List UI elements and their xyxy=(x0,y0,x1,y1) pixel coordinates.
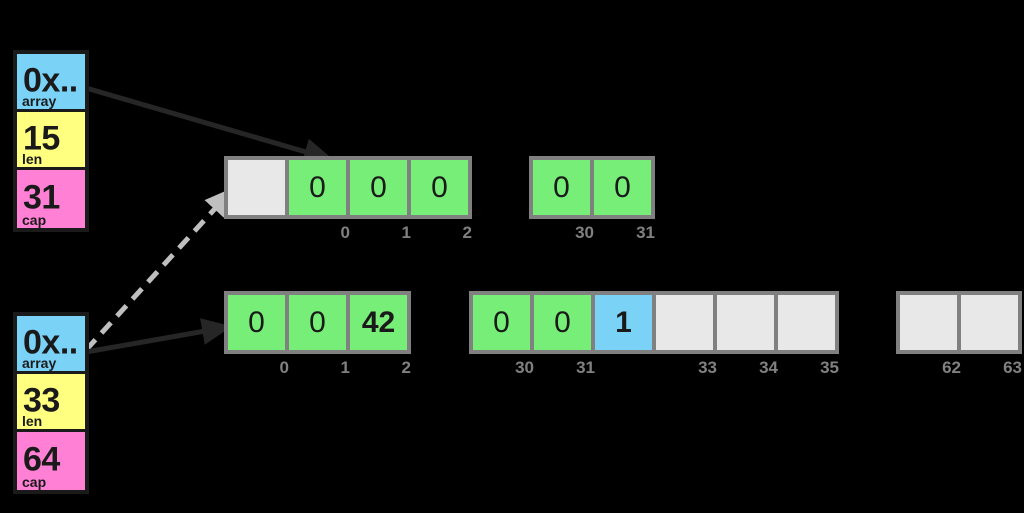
old-header-array-label: array xyxy=(22,93,57,109)
memory-cell-index: 0 xyxy=(340,223,350,242)
old-header-array-value: 0x.. xyxy=(23,61,78,100)
memory-cell[interactable]: 63 xyxy=(961,295,1022,376)
arrow-new-header-to-new-array xyxy=(85,318,232,355)
new-header-array-label: array xyxy=(22,355,57,371)
memory-cell-value: 1 xyxy=(615,305,632,339)
memory-cell-index: 2 xyxy=(401,358,411,377)
memory-cell[interactable]: 0 30 xyxy=(533,160,594,241)
memory-cell-value: 0 xyxy=(248,305,265,339)
memory-cell-index: 62 xyxy=(942,358,961,377)
memory-cell[interactable] xyxy=(228,160,285,215)
memory-cell-index: 35 xyxy=(820,358,839,377)
new-slice-header: 0x.. array 33 len 64 cap xyxy=(13,312,89,494)
memory-cell-index: 0 xyxy=(279,358,289,377)
memory-cell-value: 0 xyxy=(493,305,510,339)
new-header-len-field[interactable]: 33 len xyxy=(17,374,85,432)
memory-cell-index: 33 xyxy=(698,358,717,377)
memory-cell-value: 0 xyxy=(431,170,448,204)
new-segment-tail: 62 63 xyxy=(896,291,1022,376)
memory-cell[interactable]: 34 xyxy=(717,295,778,376)
memory-cell[interactable]: 42 2 xyxy=(350,295,411,376)
new-header-len-label: len xyxy=(22,413,43,429)
new-header-cap-label: cap xyxy=(22,474,47,490)
old-slice-header: 0x.. array 15 len 31 cap xyxy=(13,50,89,232)
memory-cell[interactable]: 62 xyxy=(900,295,961,376)
memory-cell[interactable]: 0 31 xyxy=(594,160,655,241)
memory-cell-index: 1 xyxy=(401,223,411,242)
memory-cell-index: 30 xyxy=(515,358,534,377)
memory-cell[interactable]: 1 xyxy=(595,295,652,350)
memory-cell[interactable]: 35 xyxy=(778,295,839,376)
memory-cell-value: 0 xyxy=(370,170,387,204)
old-header-len-field[interactable]: 15 len xyxy=(17,112,85,170)
new-header-cap-value: 64 xyxy=(23,440,60,479)
new-header-cap-field[interactable]: 64 cap xyxy=(17,432,85,490)
memory-cell[interactable]: 33 xyxy=(656,295,717,376)
old-segment-tail: 0 30 0 31 xyxy=(529,156,655,241)
memory-cell-value: 0 xyxy=(309,305,326,339)
old-header-len-label: len xyxy=(22,151,43,167)
memory-cell-value: 42 xyxy=(361,305,396,339)
memory-cell-index: 2 xyxy=(462,223,472,242)
new-header-array-field[interactable]: 0x.. array xyxy=(17,316,85,374)
arrow-new-header-to-old-array-dashed xyxy=(84,187,235,352)
old-header-array-field[interactable]: 0x.. array xyxy=(17,54,85,112)
memory-cell-value: 0 xyxy=(553,170,570,204)
new-segment-middle: 0 30 0 31 1 33 34 35 xyxy=(469,291,839,376)
arrow-old-header-to-old-array xyxy=(85,85,334,165)
memory-cell[interactable]: 0 30 xyxy=(473,295,534,376)
memory-cell-value: 0 xyxy=(614,170,631,204)
memory-cell-index: 31 xyxy=(576,358,595,377)
memory-cell-index: 31 xyxy=(636,223,655,242)
old-header-cap-value: 31 xyxy=(23,178,60,217)
memory-cell-index: 30 xyxy=(575,223,594,242)
old-header-len-value: 15 xyxy=(23,119,60,158)
new-header-array-value: 0x.. xyxy=(23,323,78,362)
memory-cell-value: 0 xyxy=(309,170,326,204)
memory-cell-value: 0 xyxy=(554,305,571,339)
memory-cell-index: 1 xyxy=(340,358,350,377)
old-header-cap-field[interactable]: 31 cap xyxy=(17,170,85,228)
old-header-cap-label: cap xyxy=(22,212,47,228)
memory-cell-index: 34 xyxy=(759,358,778,377)
memory-cell-index: 63 xyxy=(1003,358,1022,377)
memory-cell[interactable]: 0 31 xyxy=(534,295,595,376)
new-header-len-value: 33 xyxy=(23,381,60,420)
